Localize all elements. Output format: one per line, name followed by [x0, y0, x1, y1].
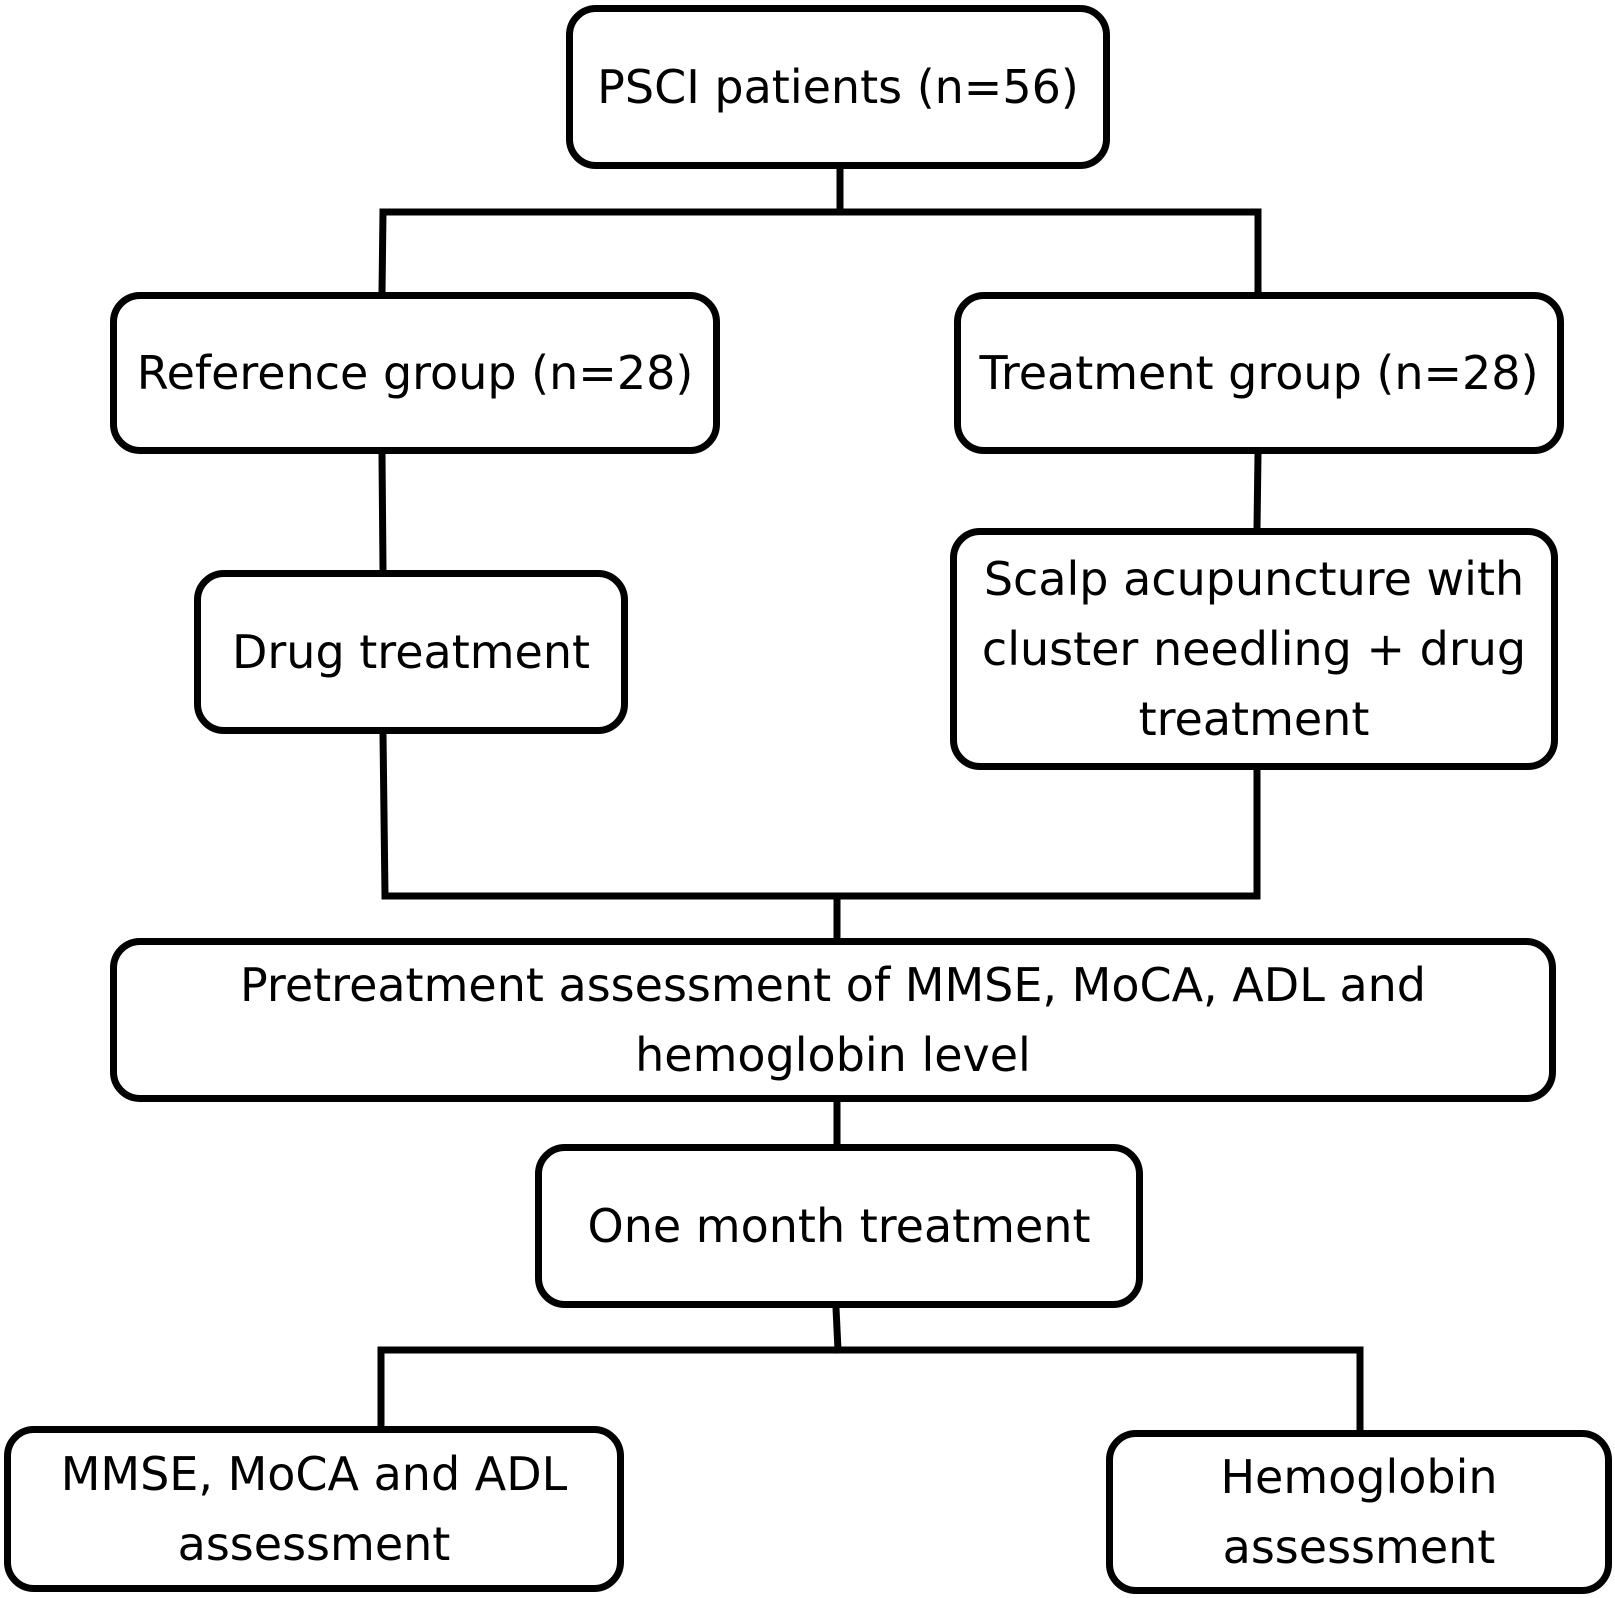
node-scalp-acupuncture: Scalp acupuncture with cluster needling … [950, 528, 1558, 770]
node-one-month-treatment-label: One month treatment [587, 1199, 1091, 1253]
node-scalp-acupuncture-label: Scalp acupuncture with cluster needling … [981, 552, 1527, 746]
edge-ref-drug [378, 450, 387, 574]
edge-trt-scalp [1253, 450, 1262, 532]
node-psci-patients-label: PSCI patients (n=56) [597, 60, 1079, 114]
node-drug-treatment: Drug treatment [194, 570, 628, 734]
edge-psci-ref [378, 208, 387, 296]
node-hemoglobin-assessment: Hemoglobin assessment [1106, 1430, 1612, 1594]
node-treatment-group: Treatment group (n=28) [954, 292, 1564, 454]
node-psci-patients: PSCI patients (n=56) [566, 5, 1110, 169]
node-hemoglobin-assessment-label: Hemoglobin assessment [1220, 1450, 1498, 1574]
node-pretreatment-assessment: Pretreatment assessment of MMSE, MoCA, A… [110, 938, 1556, 1102]
edge-drug-merge [379, 730, 389, 900]
node-reference-group: Reference group (n=28) [110, 292, 720, 454]
node-mmse-moca-adl-assessment-label: MMSE, MoCA and ADL assessment [60, 1447, 568, 1571]
node-mmse-moca-adl-assessment: MMSE, MoCA and ADL assessment [4, 1426, 624, 1592]
node-reference-group-label: Reference group (n=28) [136, 346, 694, 400]
node-pretreatment-assessment-label: Pretreatment assessment of MMSE, MoCA, A… [240, 958, 1426, 1082]
node-drug-treatment-label: Drug treatment [231, 625, 591, 679]
edge-one-trunk [832, 1304, 842, 1354]
node-one-month-treatment: One month treatment [535, 1144, 1143, 1308]
node-treatment-group-label: Treatment group (n=28) [979, 346, 1539, 400]
